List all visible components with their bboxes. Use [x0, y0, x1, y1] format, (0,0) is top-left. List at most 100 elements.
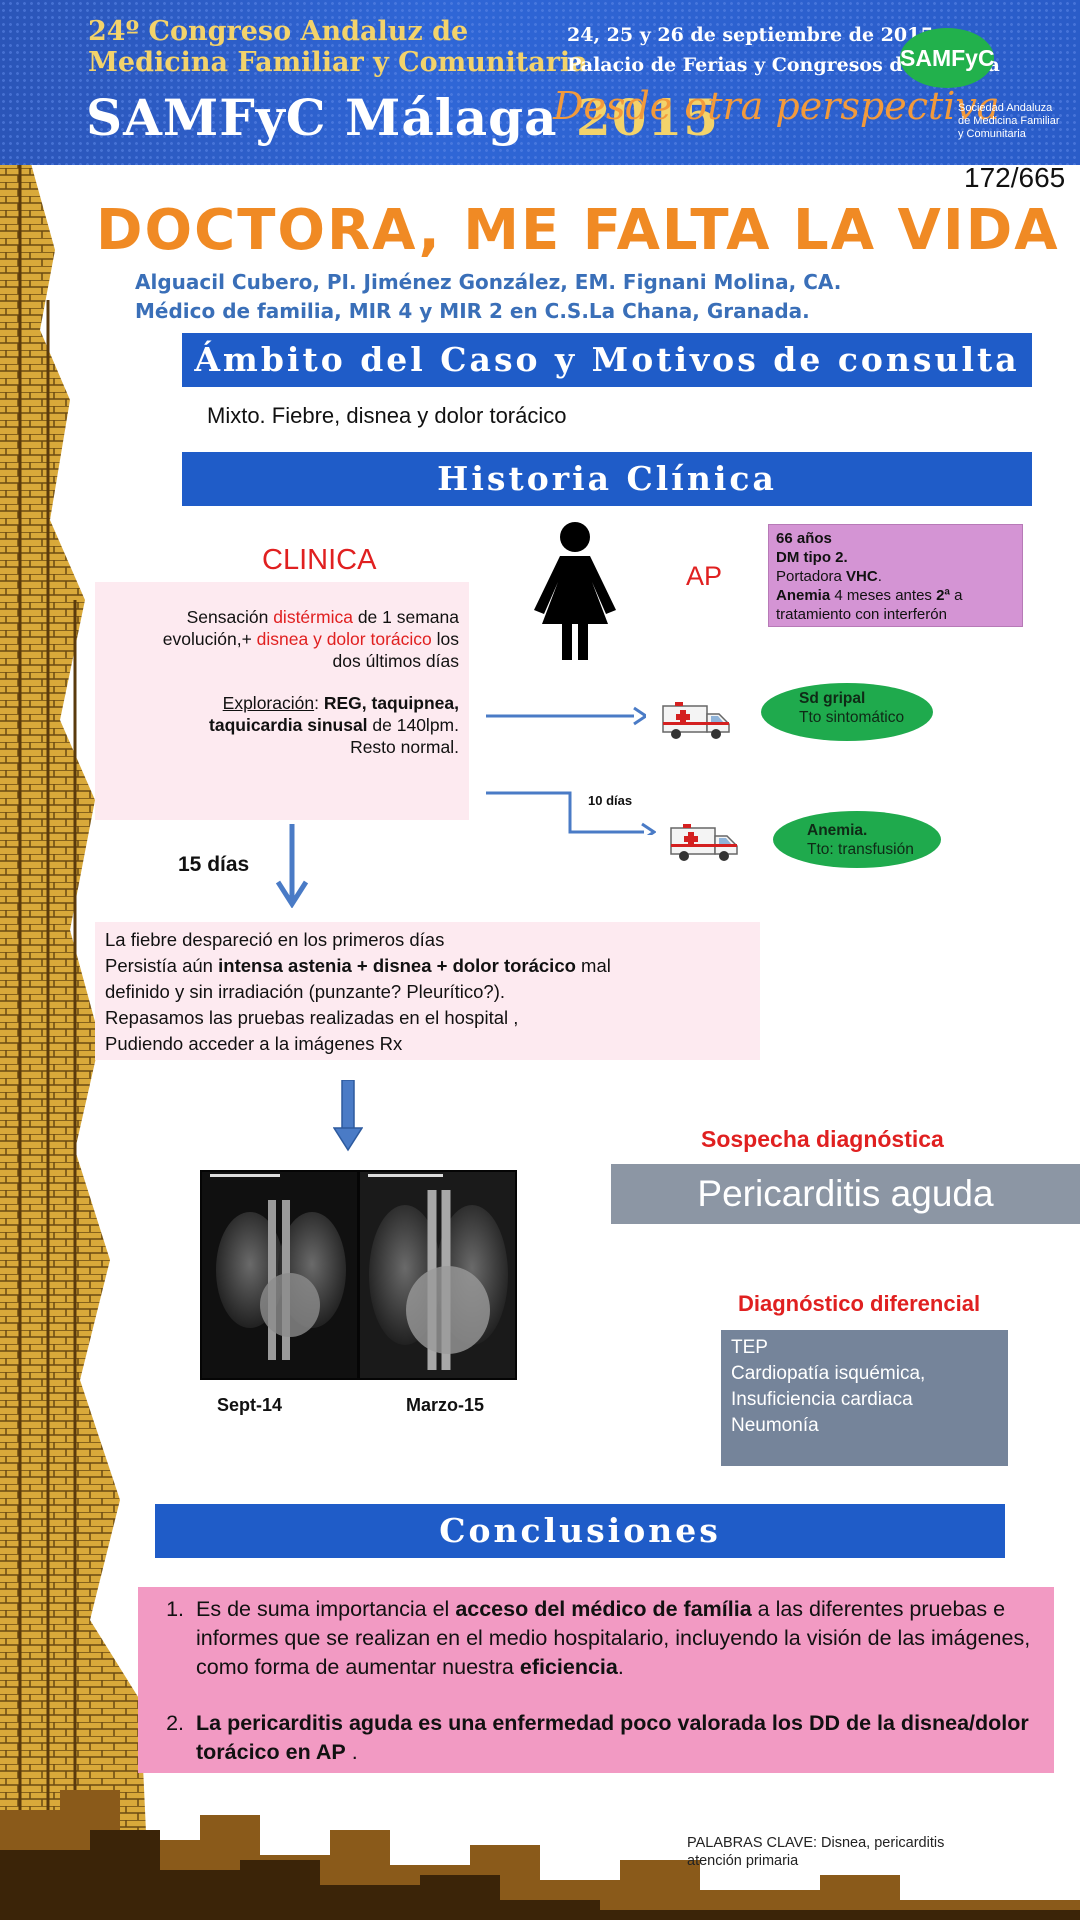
conclusion-number: 2. — [166, 1711, 184, 1735]
clinica-text: los — [431, 629, 459, 649]
differential-item: Neumonía — [731, 1415, 819, 1436]
conclusion-highlight: acceso del médico de família — [455, 1597, 752, 1621]
conclusion-highlight: La pericarditis aguda es una enfermedad … — [196, 1711, 1029, 1764]
arrow-right-icon — [486, 791, 656, 835]
keywords-line-2: atención primaria — [687, 1853, 799, 1869]
ap-vhc-suffix: . — [877, 568, 882, 585]
differential-box: TEP Cardiopatía isquémica, Insuficiencia… — [721, 1330, 1008, 1466]
xray-caption-marzo: Marzo-15 — [406, 1395, 485, 1415]
xray-marzo-15 — [360, 1172, 515, 1378]
ap-anemia-ordinal: 2ª — [936, 587, 950, 604]
authors: Alguacil Cubero, PI. Jiménez González, E… — [135, 268, 841, 326]
authors-affiliation: Médico de familia, MIR 4 y MIR 2 en C.S.… — [135, 299, 810, 323]
woman-icon — [534, 522, 616, 660]
exploracion-findings: taquicardia sinusal — [209, 715, 368, 735]
congress-title: 24º Congreso Andaluz de Medicina Familia… — [88, 16, 588, 78]
section-conclusiones-heading: Conclusiones — [155, 1504, 1005, 1558]
event-year: 2015 — [575, 88, 720, 147]
clinica-text: de 1 semana — [352, 607, 459, 627]
congress-line-1: 24º Congreso Andaluz de — [88, 16, 469, 47]
ap-vhc: VHC — [846, 568, 878, 585]
congress-line-2: Medicina Familiar y Comunitaria — [88, 47, 588, 78]
ap-anemia-when: 4 meses antes — [830, 587, 937, 604]
exploracion-label: Exploración — [222, 693, 315, 713]
clinica-highlight: disnea y dolor torácico — [256, 629, 432, 649]
society-line-2: de Medicina Familiar — [958, 115, 1060, 127]
clinica-text: dos últimos días — [332, 651, 459, 671]
decorative-tower-illustration — [0, 160, 150, 1920]
conclusion-text: a las diferentes pruebas e informes que … — [196, 1597, 1031, 1679]
conclusion-item-2: 2. La pericarditis aguda es una enfermed… — [148, 1709, 1040, 1767]
event-dates: 24, 25 y 26 de septiembre de 2015 — [567, 24, 934, 46]
visit-2-detail: Tto: transfusión — [807, 841, 914, 858]
differential-item: Insuficiencia cardiaca — [731, 1389, 913, 1410]
evolution-highlight: intensa astenia + disnea + dolor torácic… — [218, 955, 576, 976]
clinica-text: evolución,+ — [162, 629, 257, 649]
visit-2-oval: Anemia. Tto: transfusión — [773, 811, 941, 868]
differential-item: Cardiopatía isquémica, — [731, 1363, 926, 1384]
ap-heading: AP — [686, 561, 723, 591]
section-historia-heading: Historia Clínica — [182, 452, 1032, 506]
conclusion-text: Es de suma importancia el — [196, 1597, 456, 1621]
clinica-highlight: distérmica — [273, 607, 353, 627]
clinica-text: Resto normal. — [350, 737, 459, 757]
evolution-text: Persistía aún — [105, 955, 219, 976]
differential-heading: Diagnóstico diferencial — [738, 1291, 981, 1316]
society-line-3: y Comunitaria — [958, 128, 1026, 140]
decorative-buildings-illustration — [0, 1790, 1080, 1920]
visit-1-detail: Tto sintomático — [799, 709, 905, 726]
conclusion-text: . — [345, 1740, 358, 1764]
ap-anemia-a: a — [949, 587, 963, 604]
xray-caption-sept: Sept-14 — [217, 1395, 283, 1415]
clinica-text: Sensación — [186, 607, 274, 627]
conference-header: 24º Congreso Andaluz de Medicina Familia… — [0, 0, 1080, 165]
motivos-text: Mixto. Fiebre, disnea y dolor torácico — [207, 403, 567, 428]
ap-anemia: Anemia — [776, 587, 831, 604]
section-ambito-heading: Ámbito del Caso y Motivos de consulta — [182, 333, 1032, 387]
event-dates-venue: 24, 25 y 26 de septiembre de 2015 Palaci… — [567, 20, 1000, 80]
event-name-text: SAMFyC Málaga — [86, 88, 558, 147]
ap-age: 66 años — [776, 530, 832, 547]
chest-xray-images — [200, 1170, 517, 1380]
ap-dm: DM tipo 2. — [776, 549, 848, 566]
event-venue: Palacio de Ferias y Congresos de Málaga — [567, 54, 1000, 76]
visit-1-title: Sd gripal — [799, 690, 866, 707]
conclusion-text: . — [617, 1655, 624, 1679]
event-slogan: Desde otra perspectiva — [553, 84, 1000, 128]
interval-10-days: 10 días — [588, 793, 633, 808]
evolution-text: Pudiendo acceder a la imágenes Rx — [105, 1033, 403, 1054]
exploracion-findings: REG, taquipnea, — [323, 693, 459, 713]
evolution-text: Repasamos las pruebas realizadas en el h… — [105, 1007, 519, 1028]
ambulance-icon — [662, 702, 730, 739]
clinica-text: : — [314, 693, 324, 713]
differential-item: TEP — [731, 1337, 768, 1358]
evolution-text: mal — [575, 955, 611, 976]
evolution-text: definido y sin irradiación (punzante? Pl… — [105, 981, 506, 1002]
poster-title: DOCTORA, ME FALTA LA VIDA — [96, 198, 1060, 263]
keywords-line-1: PALABRAS CLAVE: Disnea, pericarditis — [687, 1835, 945, 1851]
ap-box: 66 años DM tipo 2. Portadora VHC. Anemia… — [768, 524, 1023, 627]
clinica-box: Sensación distérmica de 1 semana evoluci… — [95, 582, 469, 820]
evolution-box: La fiebre despareció en los primeros día… — [95, 922, 760, 1060]
interval-15-days: 15 días — [178, 853, 250, 876]
diagnosis-box: Pericarditis aguda — [611, 1164, 1080, 1224]
conclusions-box: 1. Es de suma importancia el acceso del … — [138, 1587, 1054, 1773]
evolution-text: La fiebre despareció en los primeros día… — [105, 929, 445, 950]
clinica-text: de 140lpm. — [367, 715, 459, 735]
visit-1-oval: Sd gripal Tto sintomático — [761, 683, 933, 741]
visit-2-title: Anemia. — [807, 822, 868, 839]
authors-names: Alguacil Cubero, PI. Jiménez González, E… — [135, 270, 842, 294]
conclusion-number: 1. — [166, 1597, 184, 1621]
society-line-1: Sociedad Andaluza — [958, 102, 1053, 114]
arrow-right-icon — [486, 706, 646, 726]
event-name: SAMFyC Málaga 2015 — [86, 88, 719, 147]
samfyc-logo: SAMFyC — [900, 28, 995, 88]
conclusion-item-1: 1. Es de suma importancia el acceso del … — [148, 1595, 1040, 1682]
suspicion-heading: Sospecha diagnóstica — [701, 1126, 944, 1152]
conclusion-highlight: eficiencia — [519, 1655, 618, 1679]
arrow-down-icon — [275, 824, 309, 908]
arrow-down-icon — [333, 1080, 363, 1152]
ambulance-icon — [670, 824, 738, 861]
ap-vhc-prefix: Portadora — [776, 568, 847, 585]
ap-anemia-cause: tratamiento con interferón — [776, 606, 947, 623]
